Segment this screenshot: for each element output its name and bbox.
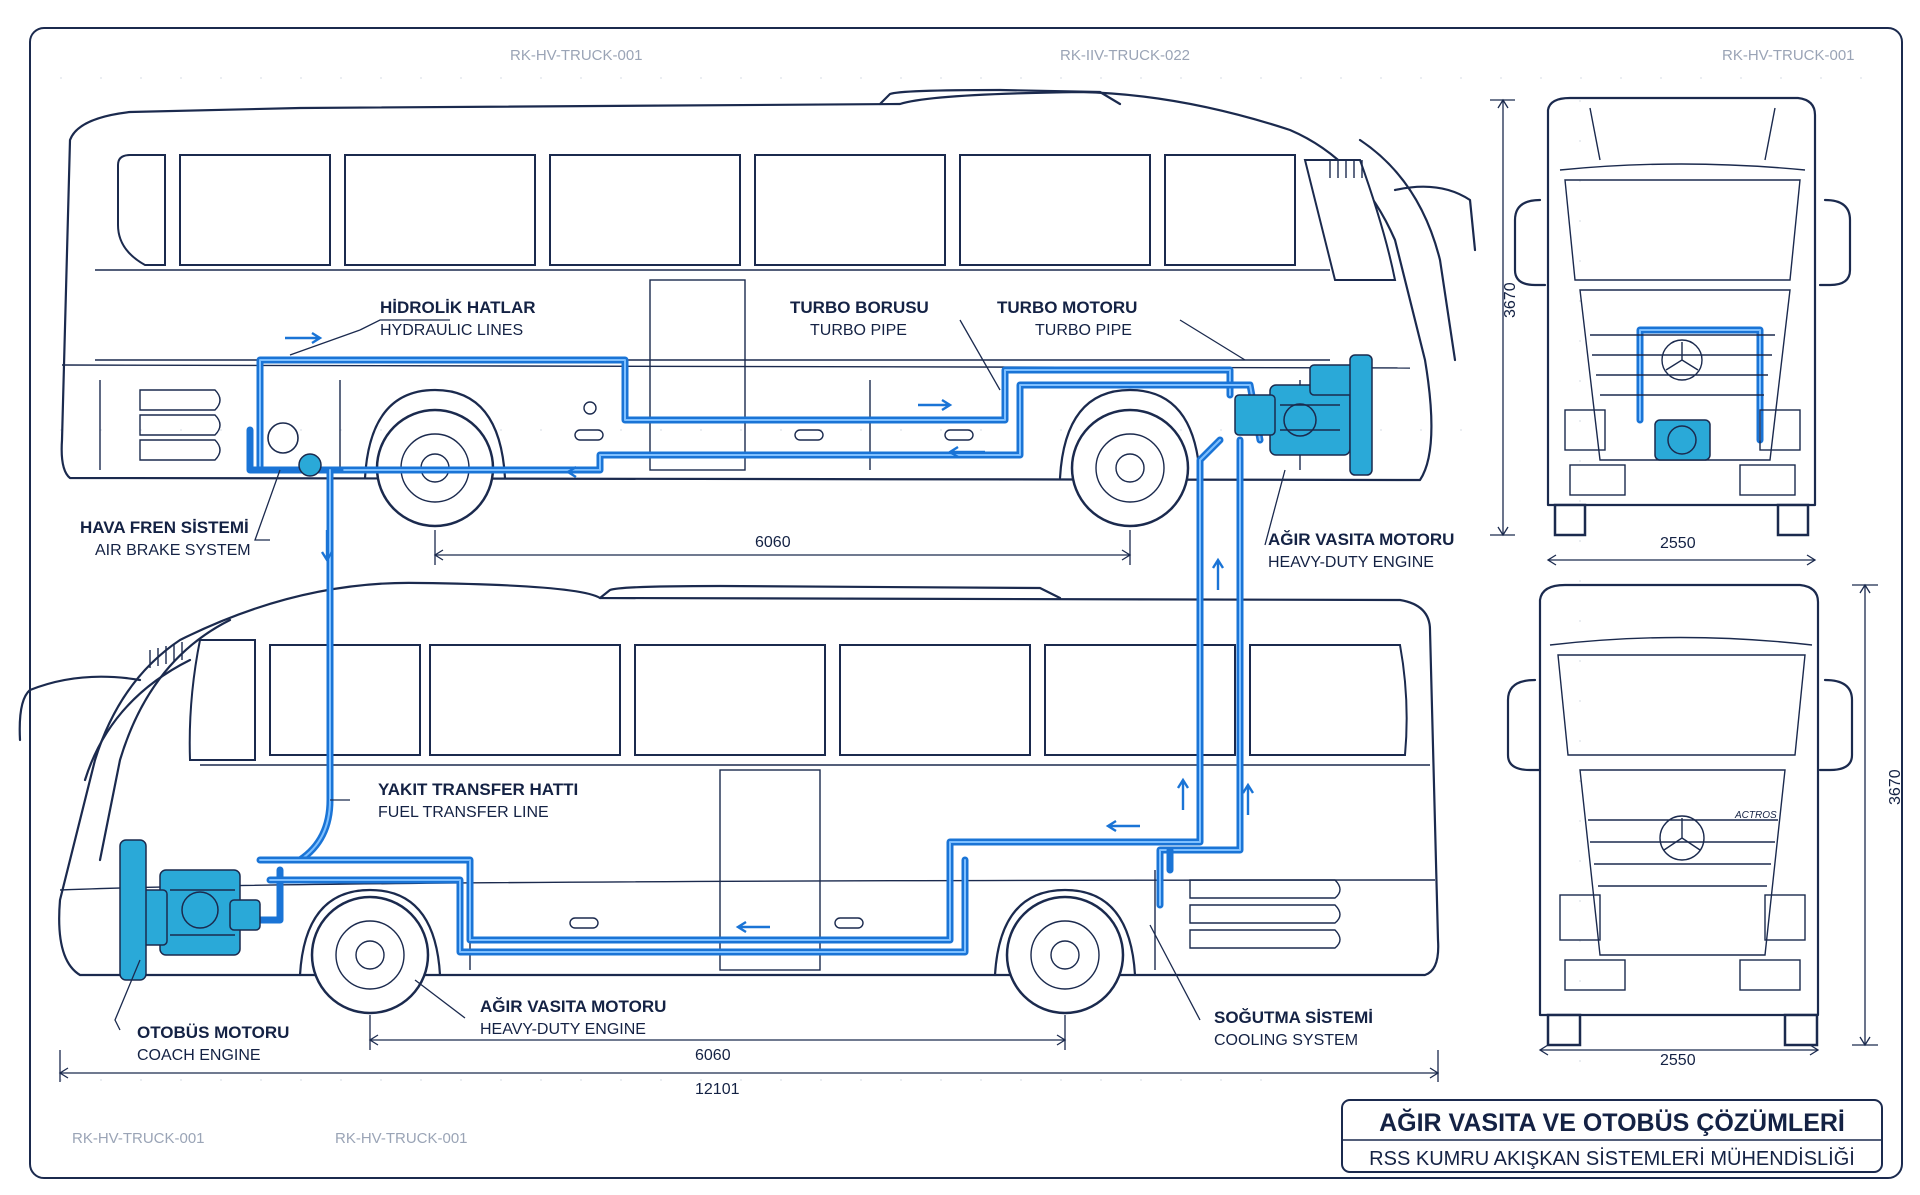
label-coach-engine-tr: OTOBÜS MOTORU [137, 1023, 289, 1042]
label-hydraulic-tr: HİDROLİK HATLAR [380, 298, 536, 317]
label-heavy-engine-bottom-tr: AĞIR VASITA MOTORU [480, 997, 666, 1016]
label-heavy-engine-top-tr: AĞIR VASITA MOTORU [1268, 530, 1454, 549]
truck-front-bottom: ACTROS [1506, 583, 1854, 1047]
rear-grille-top [139, 389, 221, 461]
ref-code-top-left: RK-HV-TRUCK-001 [510, 47, 643, 64]
ref-code-bottom-left-1: RK-HV-TRUCK-001 [72, 1130, 205, 1147]
flow-arrows [285, 331, 1255, 934]
label-cooling-en: COOLING SYSTEM [1214, 1032, 1358, 1049]
label-turbo-engine-tr: TURBO MOTORU [997, 298, 1137, 317]
title-main: AĞIR VASITA VE OTOBÜS ÇÖZÜMLERİ [1379, 1108, 1845, 1137]
label-hydraulic-en: HYDRAULIC LINES [380, 322, 523, 339]
label-turbo-pipe-tr: TURBO BORUSU [790, 298, 929, 317]
dim-truck-width-bottom: 2550 [1660, 1052, 1696, 1069]
label-air-brake-en: AIR BRAKE SYSTEM [95, 542, 251, 559]
top-engine-block [1234, 354, 1373, 476]
leader-lines [114, 319, 1286, 1031]
title-sub: RSS KUMRU AKIŞKAN SİSTEMLERİ MÜHENDİSLİĞ… [1369, 1147, 1855, 1170]
label-cooling-tr: SOĞUTMA SİSTEMİ [1214, 1008, 1373, 1027]
dim-truck-height-top: 3670 [1502, 282, 1519, 318]
wheel-rear-bottom [1005, 895, 1125, 1015]
dim-wheelbase-bottom: 6060 [695, 1047, 731, 1064]
title-block [1341, 1099, 1883, 1173]
label-coach-engine-en: COACH ENGINE [137, 1047, 261, 1064]
wheel-front-bottom [310, 895, 430, 1015]
truck-badge: ACTROS [1734, 810, 1777, 821]
rear-grille-bottom [1189, 879, 1341, 949]
label-turbo-engine-en: TURBO PIPE [1035, 322, 1132, 339]
ref-code-bottom-left-2: RK-HV-TRUCK-001 [335, 1130, 468, 1147]
label-air-brake-tr: HAVA FREN SİSTEMİ [80, 518, 249, 537]
label-turbo-pipe-en: TURBO PIPE [810, 322, 907, 339]
label-fuel-transfer-tr: YAKIT TRANSFER HATTI [378, 780, 578, 799]
sheet-border [29, 27, 1903, 1179]
wheel-front-top [1070, 408, 1190, 528]
bottom-engine-block [119, 839, 261, 981]
label-fuel-transfer-en: FUEL TRANSFER LINE [378, 804, 549, 821]
fluid-lines [226, 326, 1764, 956]
front-vent-bottom [149, 642, 183, 668]
ref-code-top-center: RK-IIV-TRUCK-022 [1060, 47, 1190, 64]
dimension-lines [58, 98, 1878, 1082]
front-vent-top [1329, 160, 1363, 178]
label-heavy-engine-bottom-en: HEAVY-DUTY ENGINE [480, 1021, 646, 1038]
air-brake-tank [267, 422, 322, 477]
bus-top [60, 88, 1477, 528]
dim-truck-height-bottom: 3670 [1887, 769, 1904, 805]
dim-wheelbase-top: 6060 [755, 534, 791, 551]
ref-code-top-right: RK-HV-TRUCK-001 [1722, 47, 1855, 64]
bus-bottom [18, 581, 1440, 1015]
label-heavy-engine-top-en: HEAVY-DUTY ENGINE [1268, 554, 1434, 571]
dim-truck-width-top: 2550 [1660, 535, 1696, 552]
dim-overall-length: 12101 [695, 1081, 740, 1098]
truck-front-top [1513, 96, 1852, 537]
